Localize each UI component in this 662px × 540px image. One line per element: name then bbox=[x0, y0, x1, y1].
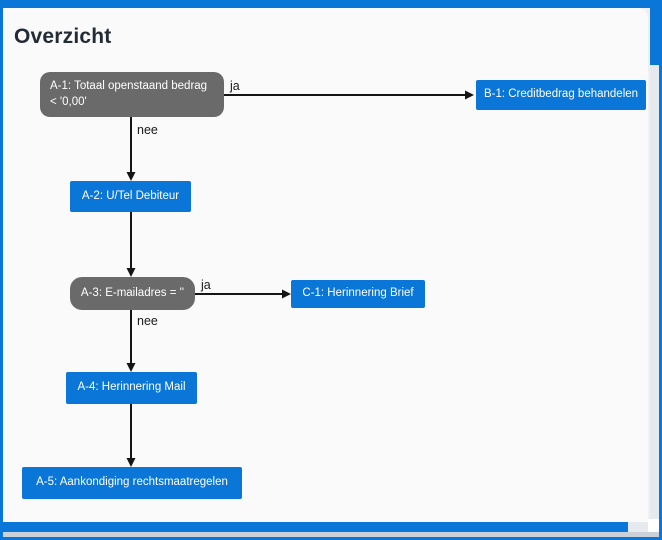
bottom-gray-strip bbox=[0, 532, 662, 537]
flow-node-a4-label: A-4: Herinnering Mail bbox=[77, 381, 186, 394]
flow-node-c1[interactable]: C-1: Herinnering Brief bbox=[291, 280, 425, 308]
flow-node-a1-label-line2: < '0,00' bbox=[50, 95, 87, 108]
left-border bbox=[0, 0, 3, 540]
flow-node-b1[interactable]: B-1: Creditbedrag behandelen bbox=[476, 80, 646, 110]
vertical-scrollbar-thumb[interactable] bbox=[650, 8, 659, 65]
flow-node-a3-label: A-3: E-mailadres = '' bbox=[80, 286, 185, 299]
page-title: Overzicht bbox=[14, 25, 112, 48]
bottom-border bbox=[0, 537, 662, 540]
flow-node-c1-label: C-1: Herinnering Brief bbox=[302, 287, 414, 300]
horizontal-scrollbar-thumb[interactable] bbox=[0, 522, 628, 532]
flow-node-a5-label: A-5: Aankondiging rechtsmaatregelen bbox=[36, 476, 228, 489]
scrollbar-corner bbox=[648, 519, 662, 532]
flow-node-a5[interactable]: A-5: Aankondiging rechtsmaatregelen bbox=[22, 467, 242, 499]
vertical-scrollbar-track[interactable] bbox=[650, 8, 659, 531]
flow-node-a1-decision[interactable]: A-1: Totaal openstaand bedrag < '0,00' bbox=[40, 72, 224, 117]
flow-node-b1-label: B-1: Creditbedrag behandelen bbox=[483, 88, 639, 101]
flow-node-a4[interactable]: A-4: Herinnering Mail bbox=[66, 372, 197, 404]
flow-node-a2-label: A-2: U/Tel Debiteur bbox=[81, 189, 180, 202]
right-border bbox=[659, 0, 662, 540]
flow-node-a2[interactable]: A-2: U/Tel Debiteur bbox=[70, 181, 191, 212]
flow-node-a1-label-line1: A-1: Totaal openstaand bedrag bbox=[50, 79, 208, 92]
flow-node-a3-decision[interactable]: A-3: E-mailadres = '' bbox=[70, 277, 195, 310]
top-border-bar bbox=[0, 0, 662, 8]
